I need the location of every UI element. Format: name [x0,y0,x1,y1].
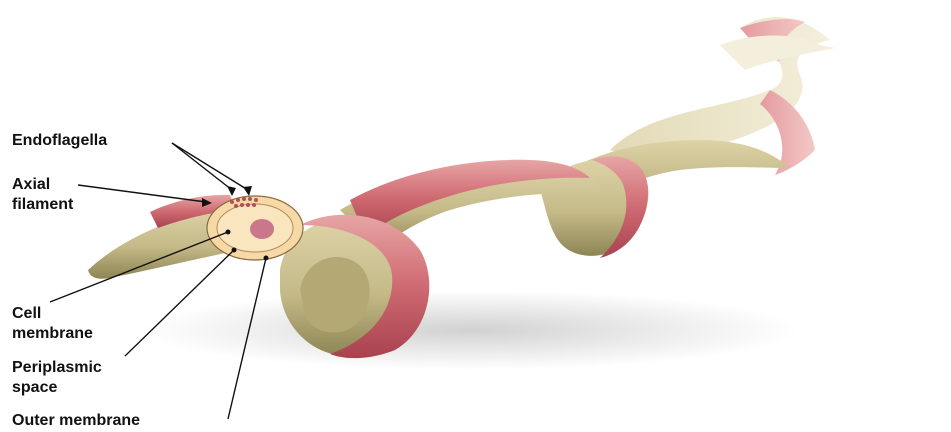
label-periplasmic-line1: Periplasmic [12,359,102,376]
label-axial-line2: filament [12,196,74,213]
label-periplasmic-line2: space [12,379,57,396]
body-rear [540,140,790,258]
body-shadow [140,290,800,370]
label-endoflagella: Endoflagella [12,132,107,149]
label-cell-line1: Cell [12,305,41,322]
leader-lines [50,143,269,419]
label-axial-line1: Axial [12,176,50,193]
label-cell-line2: membrane [12,325,93,342]
cross-section [207,196,303,260]
label-outer-membrane: Outer membrane [12,412,140,429]
cell-core [250,219,274,239]
